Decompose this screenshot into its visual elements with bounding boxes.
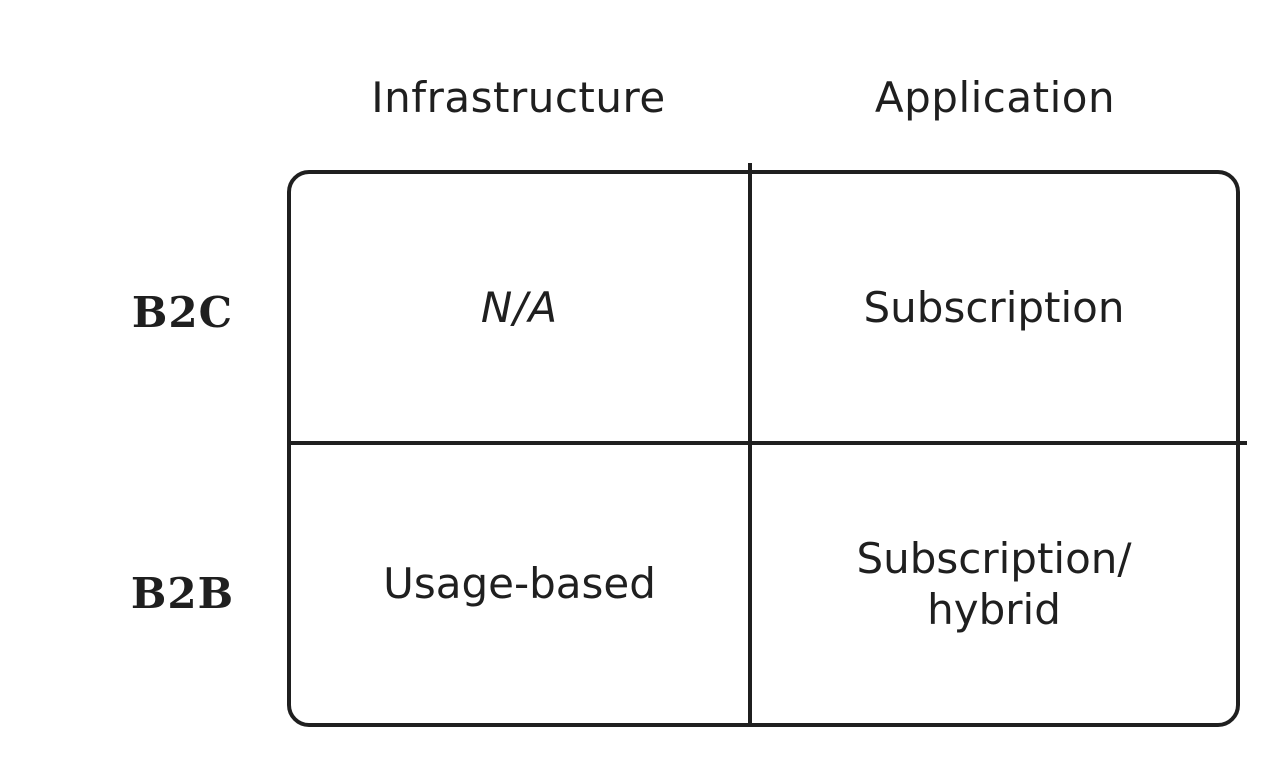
cell-b2b-infrastructure-text: Usage-based [383, 559, 656, 609]
cell-b2c-infrastructure: N/A [291, 174, 748, 441]
matrix-outline [287, 170, 1240, 727]
cell-b2b-infrastructure: Usage-based [291, 445, 748, 723]
cell-b2b-application-line2: hybrid [927, 585, 1061, 634]
cell-b2c-application: Subscription [752, 174, 1236, 441]
cell-b2c-application-text: Subscription [863, 282, 1125, 332]
matrix-divider-horizontal [287, 441, 1247, 445]
column-header-application: Application [750, 62, 1240, 132]
row-label-b2c: B2C [95, 277, 270, 347]
row-label-b2b-text: B2B [130, 568, 235, 618]
matrix-divider-vertical [748, 163, 752, 727]
cell-b2c-infrastructure-text: N/A [480, 282, 559, 332]
row-label-b2c-text: B2C [131, 287, 234, 337]
column-header-infrastructure-label: Infrastructure [371, 72, 666, 122]
column-header-infrastructure: Infrastructure [287, 62, 750, 132]
cell-b2b-application: Subscription/ hybrid [752, 445, 1236, 723]
row-label-b2b: B2B [95, 558, 270, 628]
column-header-application-label: Application [874, 72, 1116, 122]
cell-b2b-application-line1: Subscription/ [856, 533, 1132, 583]
